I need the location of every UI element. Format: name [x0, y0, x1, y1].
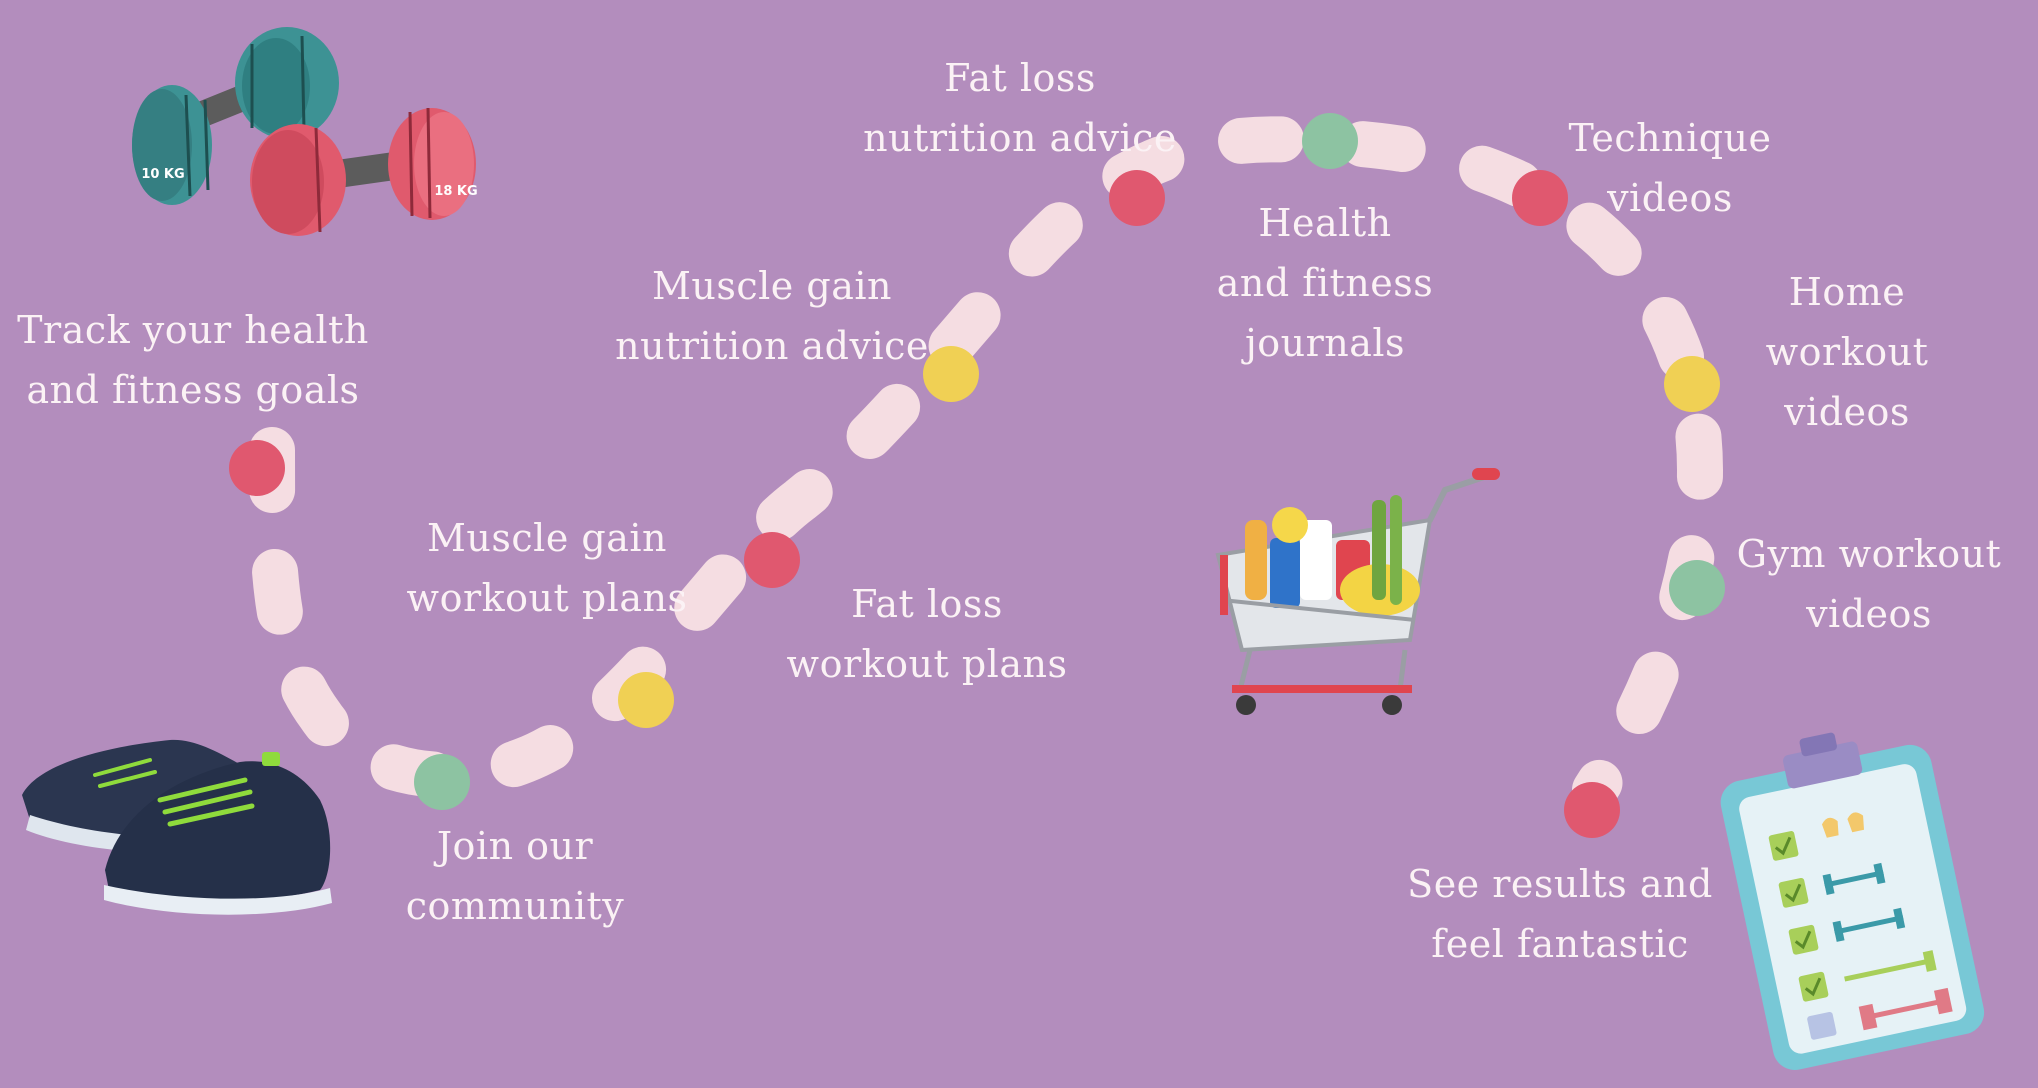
step-label-line: workout — [1765, 330, 1929, 374]
journey-path — [249, 116, 1724, 813]
step-label-see-results: See results and feel fantastic — [1407, 854, 1713, 974]
step-label-line: Muscle gain — [651, 264, 892, 308]
step-label-line: and fitness goals — [26, 368, 360, 412]
step-label-line: Track your health — [17, 308, 369, 352]
step-dot-muscle-gain-workout-plans — [618, 672, 674, 728]
step-label-line: journals — [1244, 321, 1406, 365]
step-label-line: Join our — [436, 824, 594, 868]
step-label-track-goals: Track your health and fitness goals — [17, 300, 369, 420]
step-dot-track-goals — [229, 440, 285, 496]
step-label-line: nutrition advice — [863, 116, 1177, 160]
step-dot-fat-loss-workout-plans — [744, 532, 800, 588]
dumbbells-icon: 10 KG 18 KG — [132, 27, 478, 236]
step-dot-gym-workout-videos — [1669, 560, 1725, 616]
step-dot-health-fitness-journals — [1302, 113, 1358, 169]
step-label-fat-loss-workout-plans: Fat loss workout plans — [787, 574, 1068, 694]
red-dumbbell: 18 KG — [250, 107, 478, 236]
teal-dumbbell: 10 KG — [132, 27, 339, 205]
step-dot-technique-videos — [1512, 170, 1568, 226]
sneakers-icon — [22, 739, 332, 915]
step-label-line: videos — [1806, 592, 1932, 636]
step-label-health-fitness-journals: Health and fitness journals — [1217, 193, 1434, 373]
step-label-line: See results and — [1407, 862, 1713, 906]
step-label-home-workout-videos: Home workout videos — [1766, 262, 1929, 442]
step-label-line: videos — [1607, 176, 1733, 220]
step-dot-see-results — [1564, 782, 1620, 838]
shopping-cart-icon — [1215, 468, 1500, 715]
step-label-line: Technique — [1568, 116, 1772, 160]
step-label-line: nutrition advice — [615, 324, 929, 368]
step-label-line: Fat loss — [944, 56, 1096, 100]
workout-checklist-icon — [1720, 732, 1985, 1070]
step-label-line: Health — [1258, 201, 1392, 245]
step-label-line: and fitness — [1216, 261, 1434, 305]
step-label-line: Gym workout — [1736, 532, 2002, 576]
step-label-line: workout plans — [786, 642, 1068, 686]
dumbbell-right-weight-label: 18 KG — [434, 184, 477, 199]
step-label-join-community: Join our community — [406, 816, 625, 936]
step-label-line: Muscle gain — [427, 516, 667, 560]
step-label-line: feel fantastic — [1431, 922, 1689, 966]
step-label-line: videos — [1784, 390, 1910, 434]
step-label-line: Fat loss — [851, 582, 1003, 626]
step-label-muscle-gain-nutrition-advice: Muscle gain nutrition advice — [615, 256, 929, 376]
dots-layer — [229, 113, 1725, 838]
step-label-technique-videos: Technique videos — [1568, 108, 1771, 228]
step-dot-fat-loss-nutrition-advice — [1109, 170, 1165, 226]
step-dot-home-workout-videos — [1664, 356, 1720, 412]
step-dot-join-community — [414, 754, 470, 810]
step-label-line: Home — [1788, 270, 1906, 314]
step-label-gym-workout-videos: Gym workout videos — [1737, 524, 2002, 644]
step-label-fat-loss-nutrition-advice: Fat loss nutrition advice — [863, 48, 1177, 168]
step-dot-muscle-gain-nutrition-advice — [923, 346, 979, 402]
dumbbell-left-weight-label: 10 KG — [141, 167, 184, 182]
step-label-line: community — [405, 884, 625, 928]
step-label-line: workout plans — [406, 576, 688, 620]
step-label-muscle-gain-workout-plans: Muscle gain workout plans — [407, 508, 688, 628]
